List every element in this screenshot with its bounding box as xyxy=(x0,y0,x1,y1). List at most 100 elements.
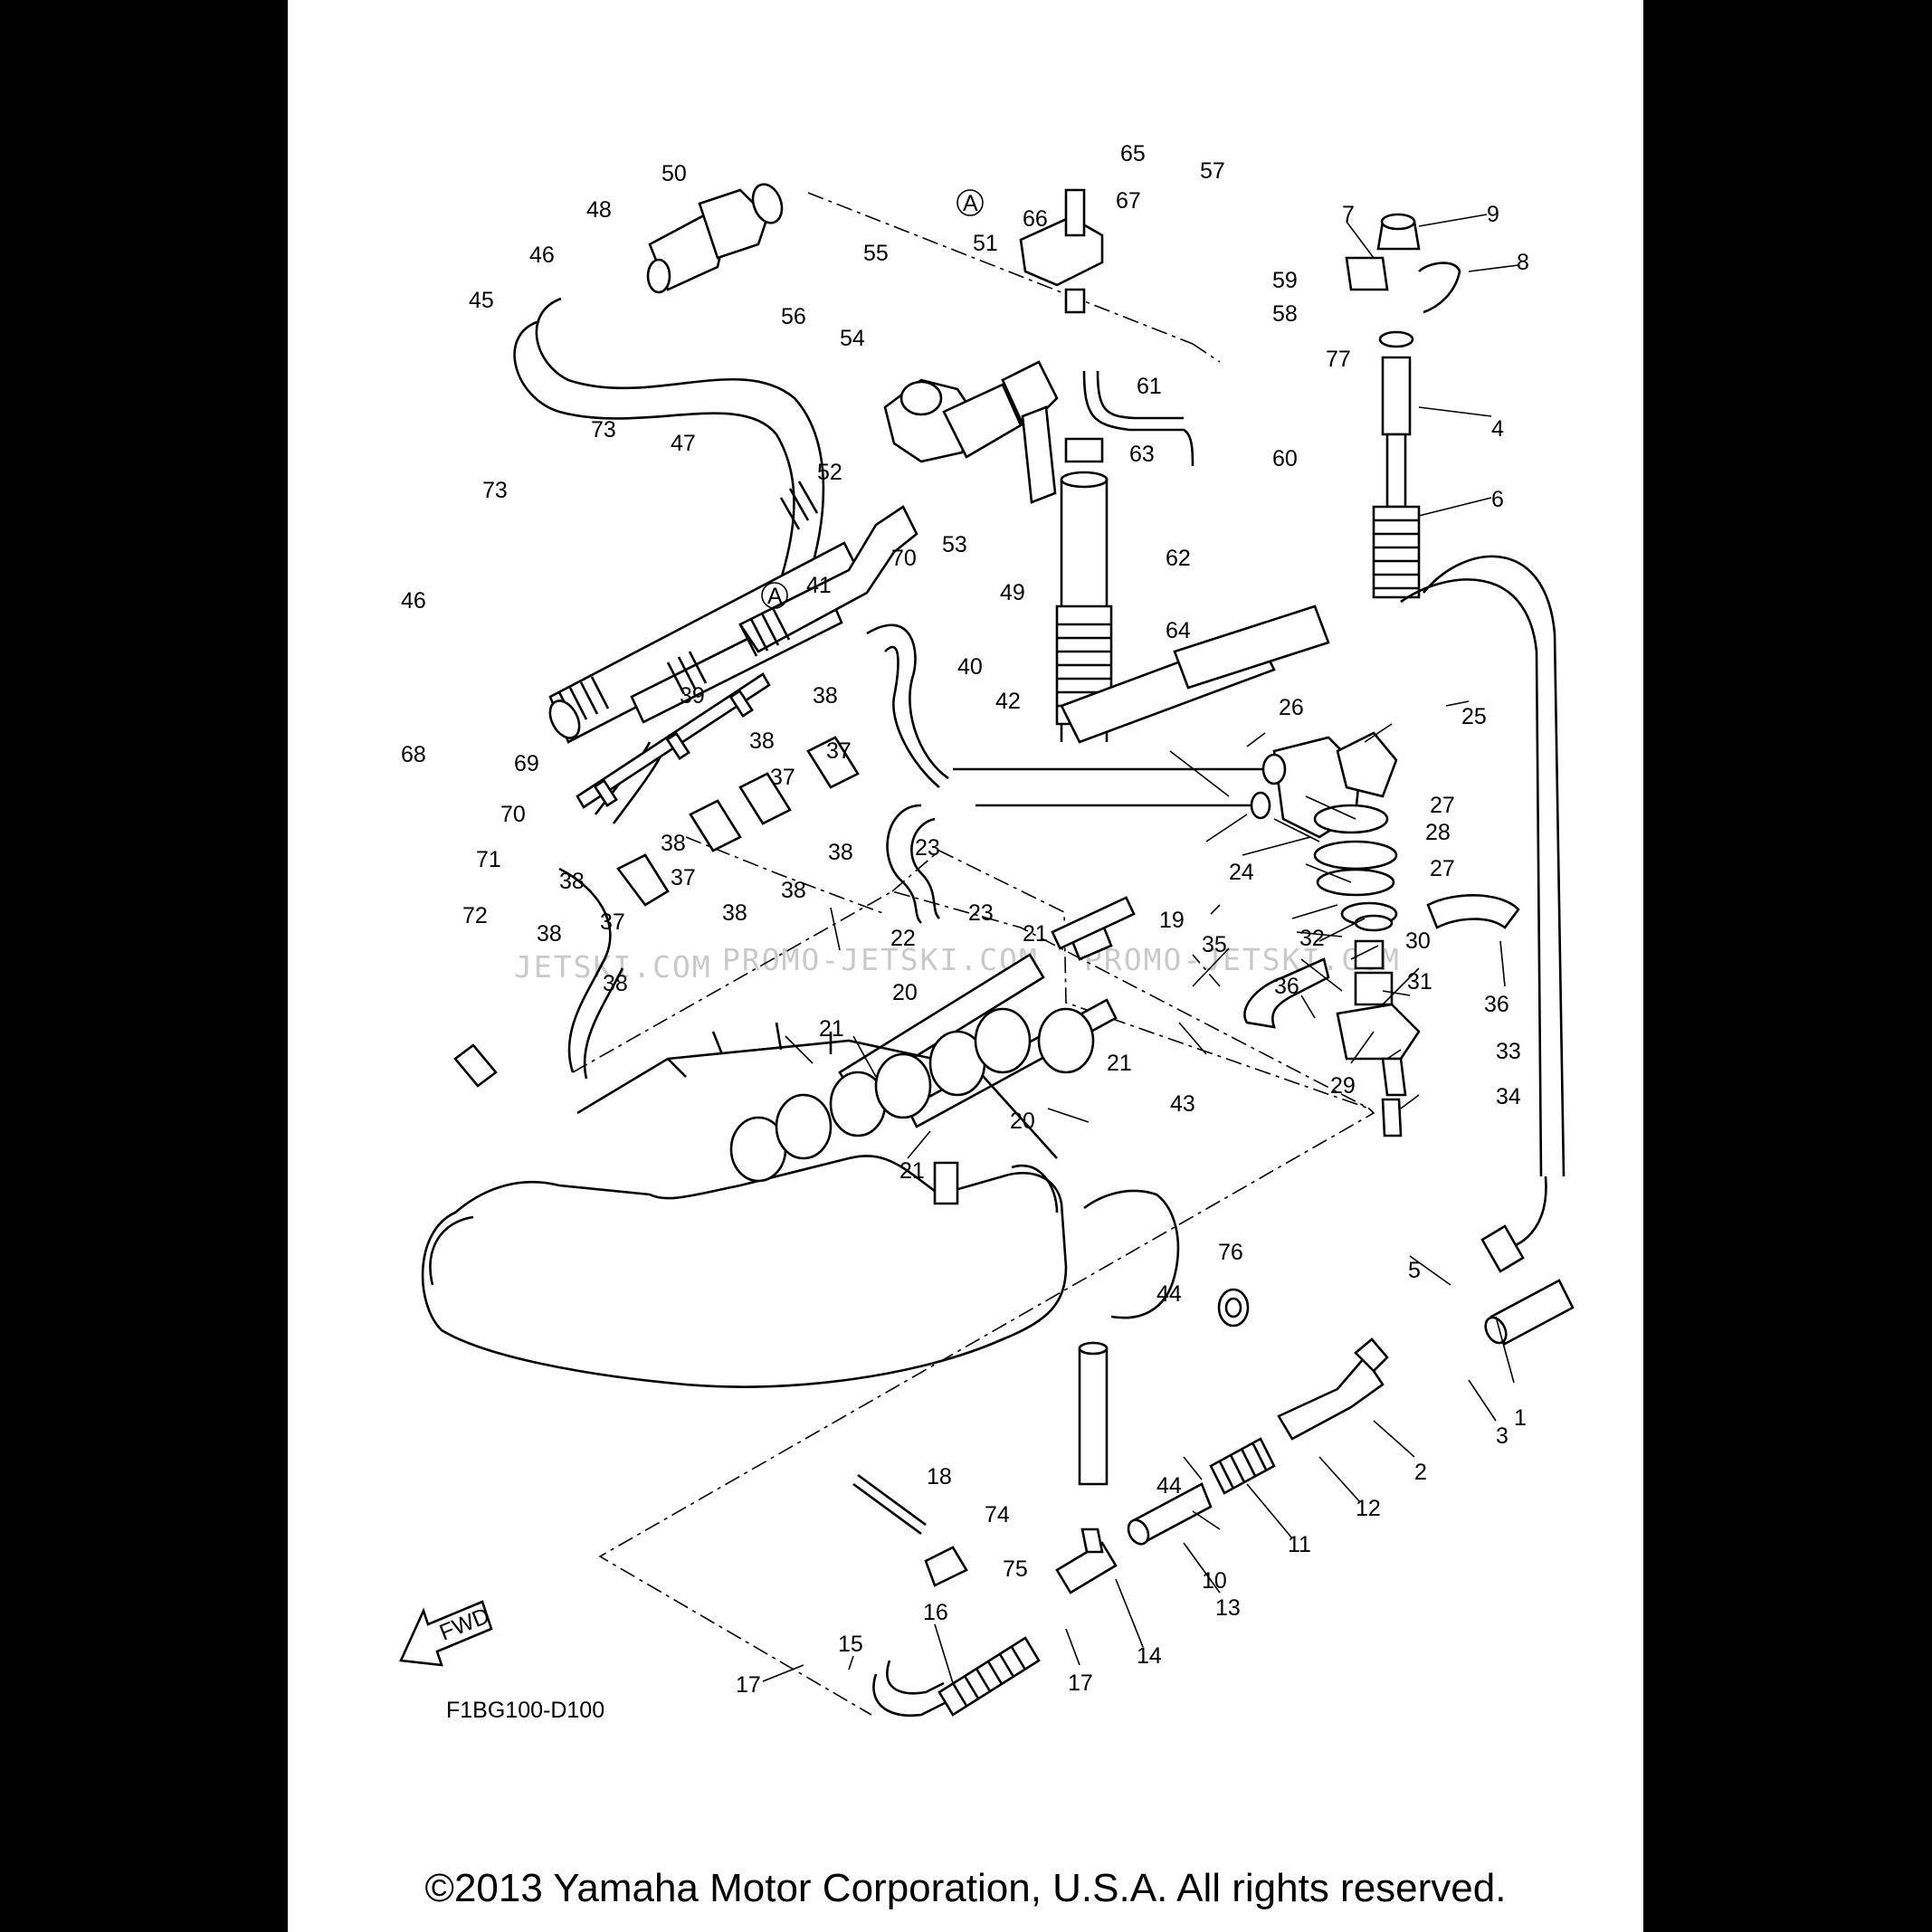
callout-label: 59 xyxy=(1272,268,1298,293)
fitting-19 xyxy=(1051,896,1136,961)
fwd-arrow: FWD xyxy=(399,1600,493,1667)
callout-label: 77 xyxy=(1326,347,1351,372)
callout-label: 70 xyxy=(891,546,917,571)
callout-label: 21 xyxy=(819,1016,844,1042)
callout-label: 23 xyxy=(968,900,994,926)
parts-diagram: JETSKI.COM PROMO-JETSKI.COM PROMO-JETSKI… xyxy=(399,141,1575,1718)
callout-label: 66 xyxy=(1023,206,1048,232)
callout-label: 2 xyxy=(1414,1460,1427,1485)
callout-label: 48 xyxy=(586,197,612,223)
grommet-76 xyxy=(1217,1288,1250,1328)
callout-label: 38 xyxy=(661,831,686,856)
callout-label: 34 xyxy=(1496,1084,1521,1109)
callout-label: 16 xyxy=(923,1600,948,1625)
callout-label: 31 xyxy=(1407,969,1432,995)
tie-18 xyxy=(852,1473,927,1536)
watermark: JETSKI.COM PROMO-JETSKI.COM PROMO-JETSKI… xyxy=(514,942,1401,985)
callout-label: 15 xyxy=(838,1632,863,1657)
callout-label: 27 xyxy=(1430,793,1455,818)
callout-label: 17 xyxy=(736,1672,761,1698)
callout-label: 32 xyxy=(1299,926,1325,951)
callout-label: 52 xyxy=(817,460,842,485)
callout-label: 29 xyxy=(1330,1073,1356,1099)
callout-label: 4 xyxy=(1491,416,1504,442)
callout-label: 26 xyxy=(1279,695,1304,720)
ref-marker-a: A xyxy=(956,189,984,216)
callout-label: 38 xyxy=(781,878,806,903)
callout-label: 73 xyxy=(591,417,616,443)
callout-label: 40 xyxy=(957,654,983,680)
callout-label: 20 xyxy=(892,980,918,1005)
bracket-74 xyxy=(924,1546,968,1587)
bellows-11 xyxy=(1209,1437,1276,1495)
callout-label: 19 xyxy=(1159,908,1185,933)
callout-label: 67 xyxy=(1116,188,1141,214)
callout-label: 39 xyxy=(680,683,705,709)
callout-labels: 1 2 3 4 5 6 7 8 9 10 11 12 13 14 15 16 1… xyxy=(401,141,1529,1698)
watermark-text: PROMO-JETSKI.COM xyxy=(722,942,1039,977)
callout-label: 64 xyxy=(1166,618,1191,643)
callout-label: 37 xyxy=(671,865,696,890)
callout-label: 42 xyxy=(995,689,1021,714)
hose-15 xyxy=(872,1636,1041,1718)
callout-label: 62 xyxy=(1166,546,1191,571)
hose-center xyxy=(1060,604,1330,744)
callout-label: 38 xyxy=(603,971,628,996)
callout-label: 21 xyxy=(1107,1051,1132,1076)
callout-leaders xyxy=(762,214,1519,1684)
callout-label: 28 xyxy=(1425,820,1451,845)
callout-label: 38 xyxy=(828,840,853,865)
callout-label: 65 xyxy=(1120,141,1146,167)
callout-label: 70 xyxy=(500,802,526,827)
callout-label: 37 xyxy=(770,765,795,790)
callout-label: 43 xyxy=(1170,1091,1195,1117)
callout-label: 8 xyxy=(1517,250,1529,275)
callout-label: 25 xyxy=(1461,704,1487,729)
callout-label: 49 xyxy=(1000,580,1025,605)
callout-label: 74 xyxy=(985,1502,1010,1528)
hose-1 xyxy=(1484,1279,1575,1346)
callout-label: 75 xyxy=(1003,1556,1028,1582)
callout-label: 51 xyxy=(973,231,998,256)
callout-label: 1 xyxy=(1514,1405,1527,1431)
callout-label: 73 xyxy=(482,478,508,503)
callout-label: 38 xyxy=(813,683,838,709)
housing-52 xyxy=(883,360,1059,504)
figure-code: F1BG100-D100 xyxy=(446,1698,605,1723)
thermostat-housing-24 xyxy=(1243,731,1520,1137)
callout-label: 54 xyxy=(840,326,865,351)
callout-label: 5 xyxy=(1408,1258,1421,1283)
callout-label: 44 xyxy=(1156,1473,1182,1499)
callout-label: 20 xyxy=(1010,1109,1035,1134)
fitting-2 xyxy=(1277,1337,1389,1441)
callout-label: 50 xyxy=(661,161,687,186)
callout-label: 53 xyxy=(942,532,967,557)
callout-label: 38 xyxy=(559,869,585,894)
diagram-page: JETSKI.COM PROMO-JETSKI.COM PROMO-JETSKI… xyxy=(288,0,1643,1932)
callout-label: 47 xyxy=(671,431,696,456)
callout-label: 21 xyxy=(1023,921,1048,947)
fuel-rail-39 xyxy=(576,672,771,809)
callout-label: 72 xyxy=(462,903,488,928)
hose-10 xyxy=(1127,1482,1213,1546)
callout-label: 35 xyxy=(1202,932,1227,957)
callout-label: 11 xyxy=(1288,1532,1311,1557)
watermark-text: PROMO-JETSKI.COM xyxy=(1084,942,1401,977)
callout-label: 46 xyxy=(401,588,426,614)
callout-label: 37 xyxy=(826,738,852,764)
callout-label: 71 xyxy=(476,847,501,872)
callout-label: 12 xyxy=(1356,1496,1381,1521)
callout-label: 38 xyxy=(722,900,747,926)
callout-label: 38 xyxy=(749,728,775,754)
callout-label: 23 xyxy=(915,835,940,861)
callout-label: 27 xyxy=(1430,856,1455,881)
callout-label: 7 xyxy=(1342,202,1355,227)
fitting-14 xyxy=(1055,1528,1118,1594)
callout-label: 18 xyxy=(927,1464,952,1489)
callout-label: 36 xyxy=(1274,974,1299,999)
ref-marker-label: A xyxy=(963,191,978,216)
callout-label: 63 xyxy=(1129,442,1155,467)
callout-label: 36 xyxy=(1484,992,1509,1017)
callout-label: 44 xyxy=(1156,1281,1182,1307)
ref-marker-a: A xyxy=(761,582,788,609)
